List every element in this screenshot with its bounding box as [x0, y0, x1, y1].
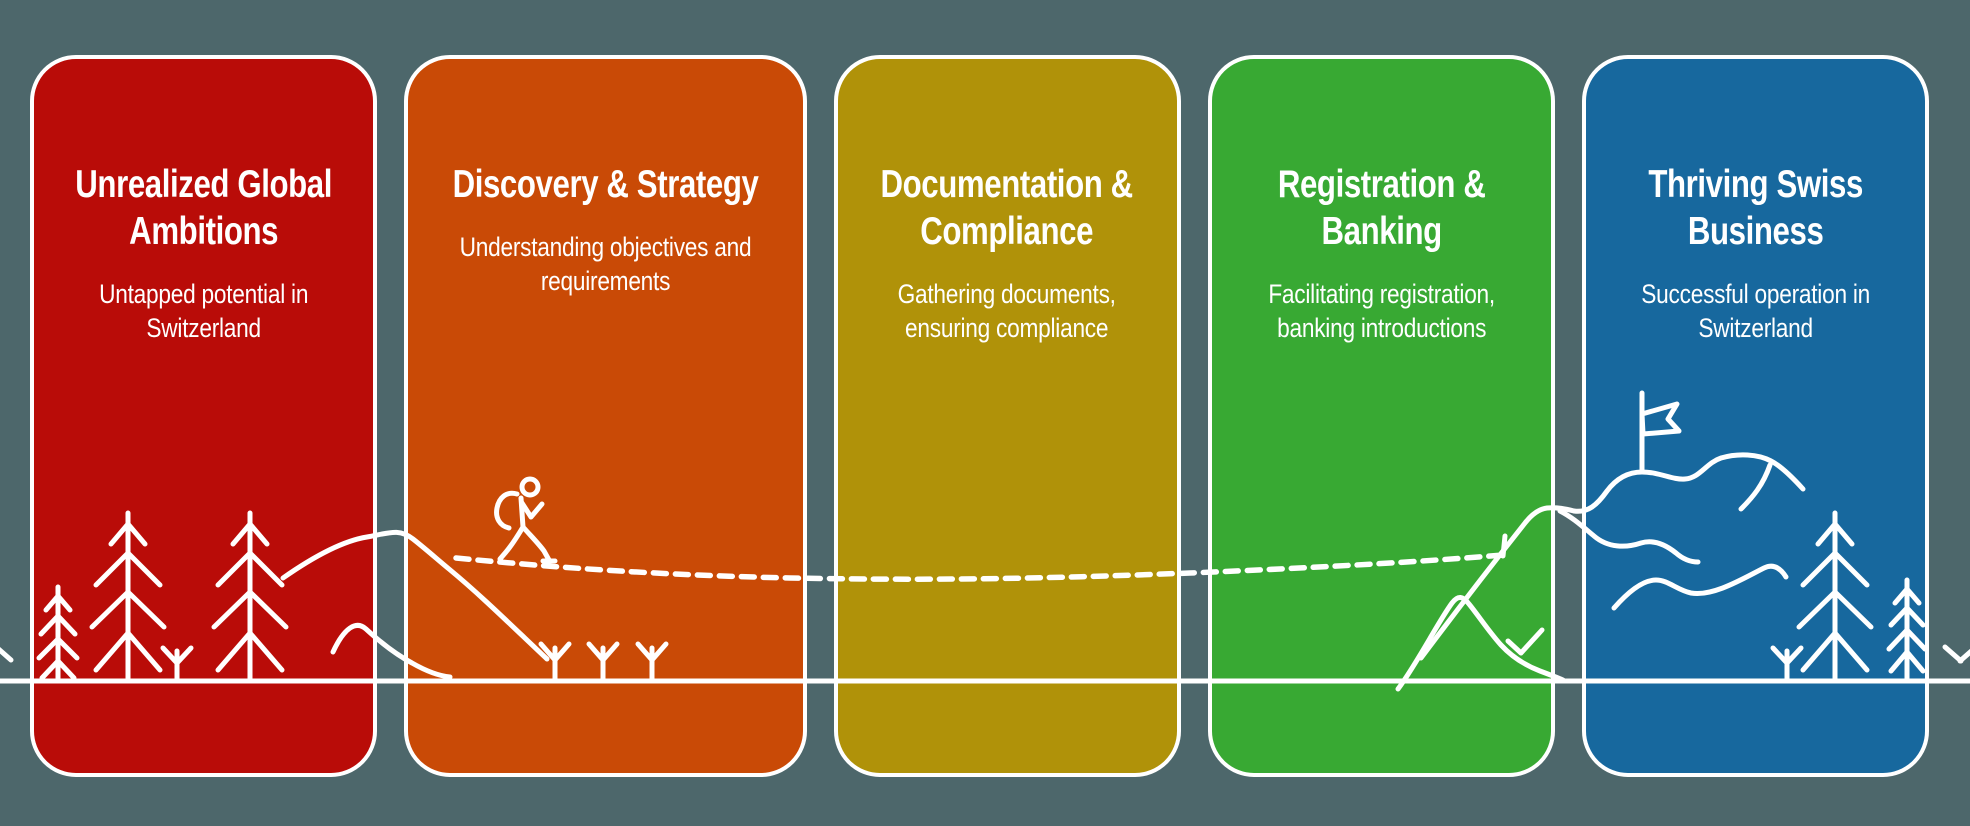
card-documentation-compliance: Documentation & Compliance Gathering doc… [833, 55, 1181, 777]
right-sapling-icon [1942, 644, 1970, 664]
card-title: Documentation & Compliance [880, 163, 1134, 253]
card-subtitle: Understanding objectives and requirement… [459, 232, 752, 296]
card-discovery-strategy: Discovery & Strategy Understanding objec… [404, 55, 807, 777]
left-sapling-icon [0, 646, 14, 663]
card-title: Registration & Banking [1277, 163, 1486, 253]
card-registration-banking: Registration & Banking Facilitating regi… [1207, 55, 1555, 777]
card-title: Thriving Swiss Business [1648, 163, 1863, 253]
card-subtitle: Untapped potential in Switzerland [99, 279, 309, 343]
card-subtitle: Gathering documents, ensuring compliance [898, 279, 1117, 343]
card-subtitle: Successful operation in Switzerland [1641, 279, 1870, 343]
card-subtitle: Facilitating registration, banking intro… [1267, 279, 1495, 343]
card-title: Discovery & Strategy [452, 163, 759, 206]
journey-cards: Unrealized Global Ambitions Untapped pot… [30, 55, 1930, 777]
card-unrealized-global-ambitions: Unrealized Global Ambitions Untapped pot… [30, 55, 378, 777]
card-thriving-swiss-business: Thriving Swiss Business Successful opera… [1581, 55, 1930, 777]
card-title: Unrealized Global Ambitions [75, 163, 332, 253]
